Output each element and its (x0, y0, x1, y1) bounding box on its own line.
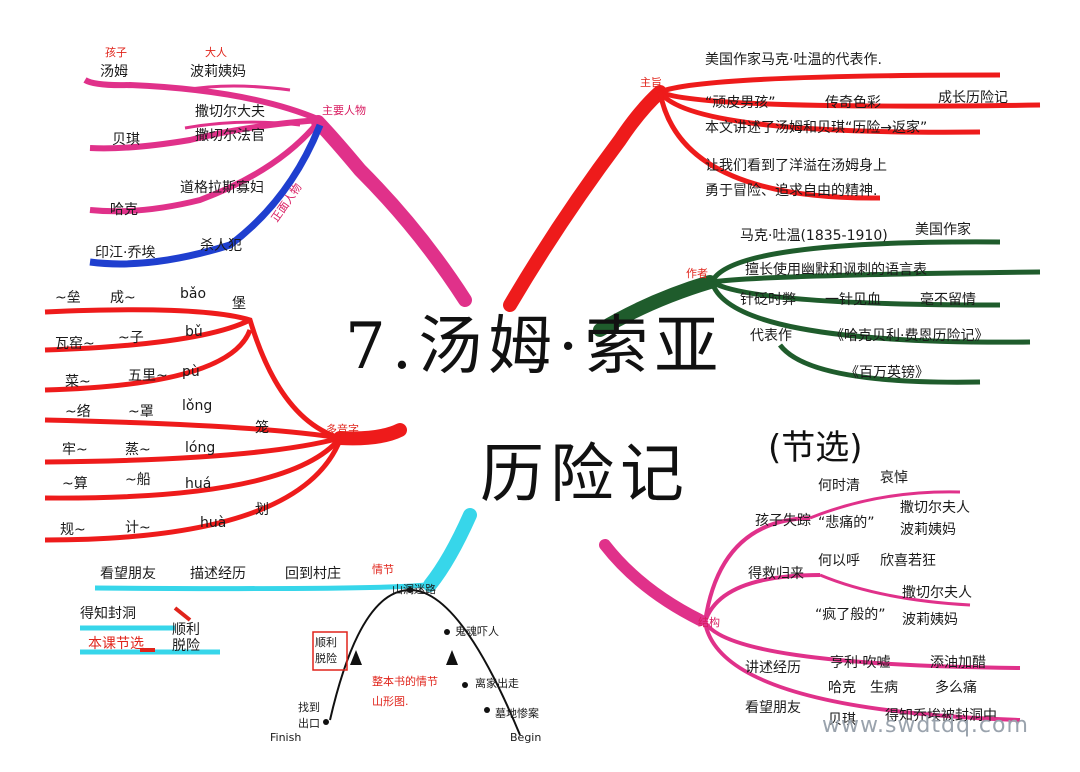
author-item-5: 一针见血 (825, 292, 881, 308)
theme-item-5: 本文讲述了汤姆和贝琪“历险→返家” (705, 120, 928, 136)
structure-g3-item-3: 哈克 (828, 680, 856, 696)
structure-g2-item-3: 欣喜若狂 (880, 553, 936, 569)
author-item-4: 针砭时弊 (740, 292, 796, 308)
character-tom: 汤姆 (100, 64, 128, 80)
author-item-6: 毫不留情 (920, 292, 976, 308)
poly-3-w1: 菜~ (65, 374, 91, 390)
structure-g1-item-4: 撒切尔夫人 (900, 500, 970, 516)
character-murderer: 杀人犯 (200, 238, 242, 254)
theme-item-4: 成长历险记 (938, 90, 1008, 106)
poly-1-w1: ~垒 (55, 290, 81, 306)
title-line1: 7.汤姆·索亚 (345, 310, 725, 384)
poly-7-py: huà (200, 515, 227, 531)
structure-g1-item-5: 波莉姨妈 (900, 522, 956, 538)
poly-5-py: lóng (185, 440, 216, 456)
plot-left-top: 顺利脱险 (315, 636, 337, 665)
author-label: 作者 (686, 267, 708, 280)
plot-flow-3: 看望朋友 (100, 566, 156, 582)
structure-g3-item-1: 亨利·吹嘘 (830, 655, 891, 671)
characters-label: 主要人物 (322, 104, 366, 117)
plot-right-bottom: 墓地惨案 (495, 707, 539, 720)
theme-item-2: “顽皮男孩” (705, 95, 776, 111)
poly-6-py: huá (185, 476, 212, 492)
poly-1-py: bǎo (180, 286, 207, 302)
structure-g2-item-1: 何以呼 (818, 553, 860, 569)
plot-left-bottom: 找到出口 (298, 701, 320, 730)
structure-g2-item-5: 波莉姨妈 (902, 612, 958, 628)
poly-char-bao: 堡 (232, 296, 246, 312)
structure-label: 结构 (698, 616, 720, 629)
plot-mark: 本课节选 (88, 636, 144, 652)
structure-g2-item-2: “疯了般的” (815, 607, 886, 623)
poly-1-w2: 成~ (110, 290, 136, 306)
theme-item-3: 传奇色彩 (825, 95, 881, 111)
structure-group-2: 得救归来 (748, 566, 804, 582)
plot-begin: Begin (510, 731, 542, 744)
plot-label: 情节 (372, 563, 394, 576)
structure-g4-item-1: 贝琪 (828, 712, 856, 728)
structure-g1-item-1: 何时清 (818, 478, 860, 494)
structure-group-4: 看望朋友 (745, 700, 801, 716)
characters-header-adult: 大人 (205, 46, 227, 59)
poly-char-hua: 划 (255, 502, 269, 518)
structure-g3-item-2: 添油加醋 (930, 655, 986, 671)
poly-2-w2: ~子 (118, 330, 144, 346)
theme-label: 主旨 (640, 76, 662, 89)
poly-7-w2: 计~ (125, 520, 151, 536)
title-note: (节选) (768, 428, 863, 468)
character-polly: 波莉姨妈 (190, 64, 246, 80)
structure-group-3: 讲述经历 (745, 660, 801, 676)
poly-5-w1: 牢~ (62, 442, 88, 458)
author-item-7: 代表作 (750, 328, 792, 344)
poly-6-w2: ~船 (125, 472, 151, 488)
characters-header-child: 孩子 (105, 46, 127, 59)
theme-item-7: 勇于冒险、追求自由的精神. (705, 183, 878, 199)
structure-g4-item-2: 得知乔埃被封洞中 (885, 708, 997, 724)
poly-3-w2: 五里~ (128, 368, 168, 384)
plot-right-mid: 离家出走 (475, 677, 519, 690)
polyphone-label: 多音字 (326, 423, 359, 436)
character-thatcher-judge: 撒切尔法官 (195, 128, 265, 144)
structure-g2-item-4: 撒切尔夫人 (902, 585, 972, 601)
theme-item-6: 让我们看到了洋溢在汤姆身上 (705, 158, 887, 174)
theme-item-1: 美国作家马克·吐温的代表作. (705, 52, 882, 68)
poly-5-w2: 蒸~ (125, 442, 151, 458)
poly-4-w1: ~络 (65, 404, 91, 420)
structure-g1-item-2: 哀悼 (880, 470, 908, 486)
structure-g3-item-5: 多么痛 (935, 680, 977, 696)
author-item-8: 《哈克贝利·费恩历险记》 (830, 328, 989, 344)
author-item-2: 美国作家 (915, 222, 971, 238)
plot-peak: 山洞迷路 (392, 583, 436, 596)
poly-4-py: lǒng (182, 398, 213, 414)
character-thatcher-dr: 撒切尔大夫 (195, 104, 265, 120)
watermark: www.swdtdq.com (822, 713, 1029, 738)
poly-3-py: pù (182, 364, 200, 380)
structure-group-1: 孩子失踪 (755, 513, 811, 529)
plot-escape: 顺利脱险 (172, 622, 200, 654)
plot-right-top: 鬼魂吓人 (455, 625, 499, 638)
plot-info: 得知封洞 (80, 606, 136, 622)
structure-g3-item-4: 生病 (870, 680, 898, 696)
poly-2-py: bǔ (185, 324, 203, 340)
plot-flow-1: 回到村庄 (285, 566, 341, 582)
author-item-1: 马克·吐温(1835-1910) (740, 228, 888, 244)
poly-6-w1: ~算 (62, 476, 88, 492)
plot-flow-2: 描述经历 (190, 566, 246, 582)
poly-char-long: 笼 (255, 420, 269, 436)
poly-7-w1: 规~ (60, 522, 86, 538)
character-becky: 贝琪 (112, 132, 140, 148)
author-item-9: 《百万英镑》 (845, 365, 929, 381)
poly-4-w2: ~罩 (128, 404, 154, 420)
character-joe: 印江·乔埃 (95, 245, 156, 261)
structure-g1-item-3: “悲痛的” (818, 515, 875, 531)
author-item-3: 擅长使用幽默和讽刺的语言表 (745, 262, 927, 278)
plot-caption: 整本书的情节山形图. (372, 675, 438, 708)
character-douglas: 道格拉斯寡妇 (180, 180, 264, 196)
character-huck: 哈克 (110, 202, 138, 218)
poly-2-w1: 瓦窑~ (55, 336, 95, 352)
plot-finish: Finish (270, 731, 302, 744)
title-line2: 历险记 (480, 438, 690, 512)
